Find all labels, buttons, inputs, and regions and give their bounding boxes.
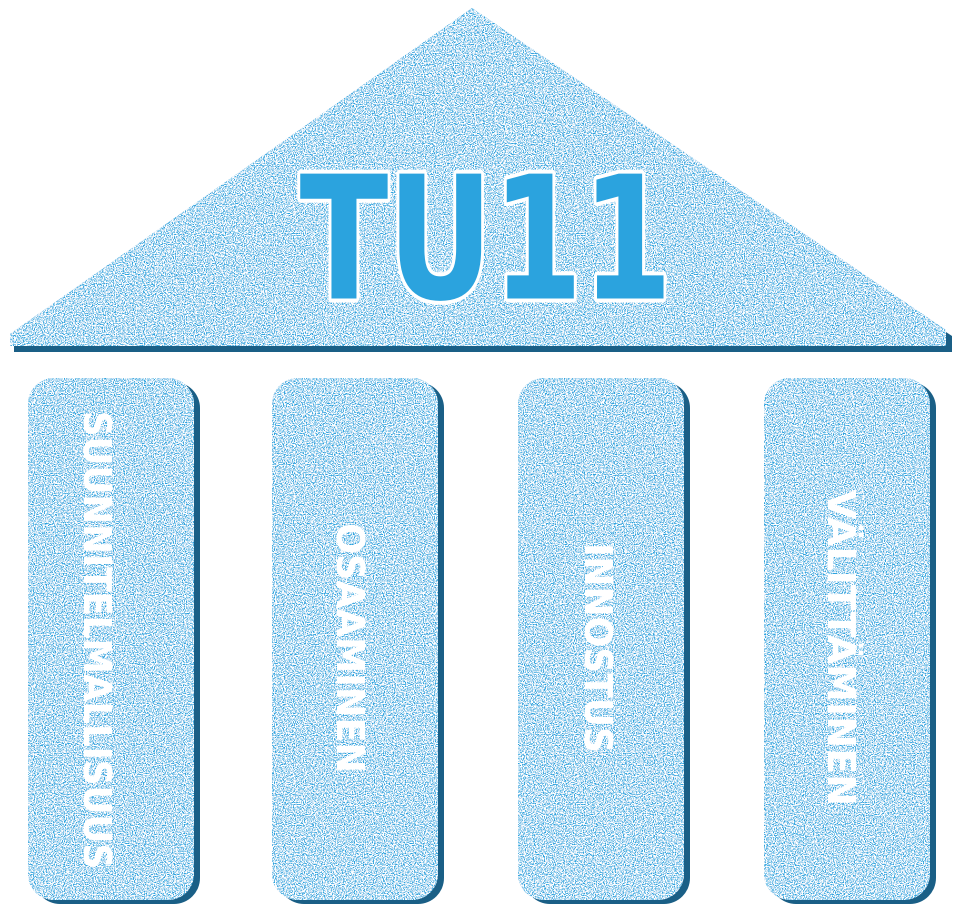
- pillar-label: VÄLITTÄMINEN: [819, 490, 863, 806]
- pillar-innostus: INNOSTUS: [518, 378, 690, 904]
- pillar-body: [518, 378, 684, 900]
- pillar-body: [272, 378, 438, 900]
- pillar-label: SUUNNITELMALLISUUS: [75, 411, 119, 869]
- pillar-body: [28, 378, 194, 900]
- pillar-body: [764, 378, 930, 900]
- tu11-logo-inner: TU11: [300, 141, 672, 339]
- pillar-suunnitelmallisuus: SUUNNITELMALLISUUS: [28, 378, 200, 904]
- pillar-label: OSAAMINEN: [328, 523, 372, 773]
- tu11-logo-outline: TU11: [300, 141, 672, 339]
- pillar-label: INNOSTUS: [576, 543, 620, 753]
- pillar-osaaminen: OSAAMINEN: [272, 378, 444, 904]
- roof: TU11 TU11: [10, 8, 952, 352]
- pillar-valittaminen: VÄLITTÄMINEN: [764, 378, 936, 904]
- roof-shape: [10, 8, 946, 346]
- tu11-logo: TU11 TU11: [296, 137, 677, 344]
